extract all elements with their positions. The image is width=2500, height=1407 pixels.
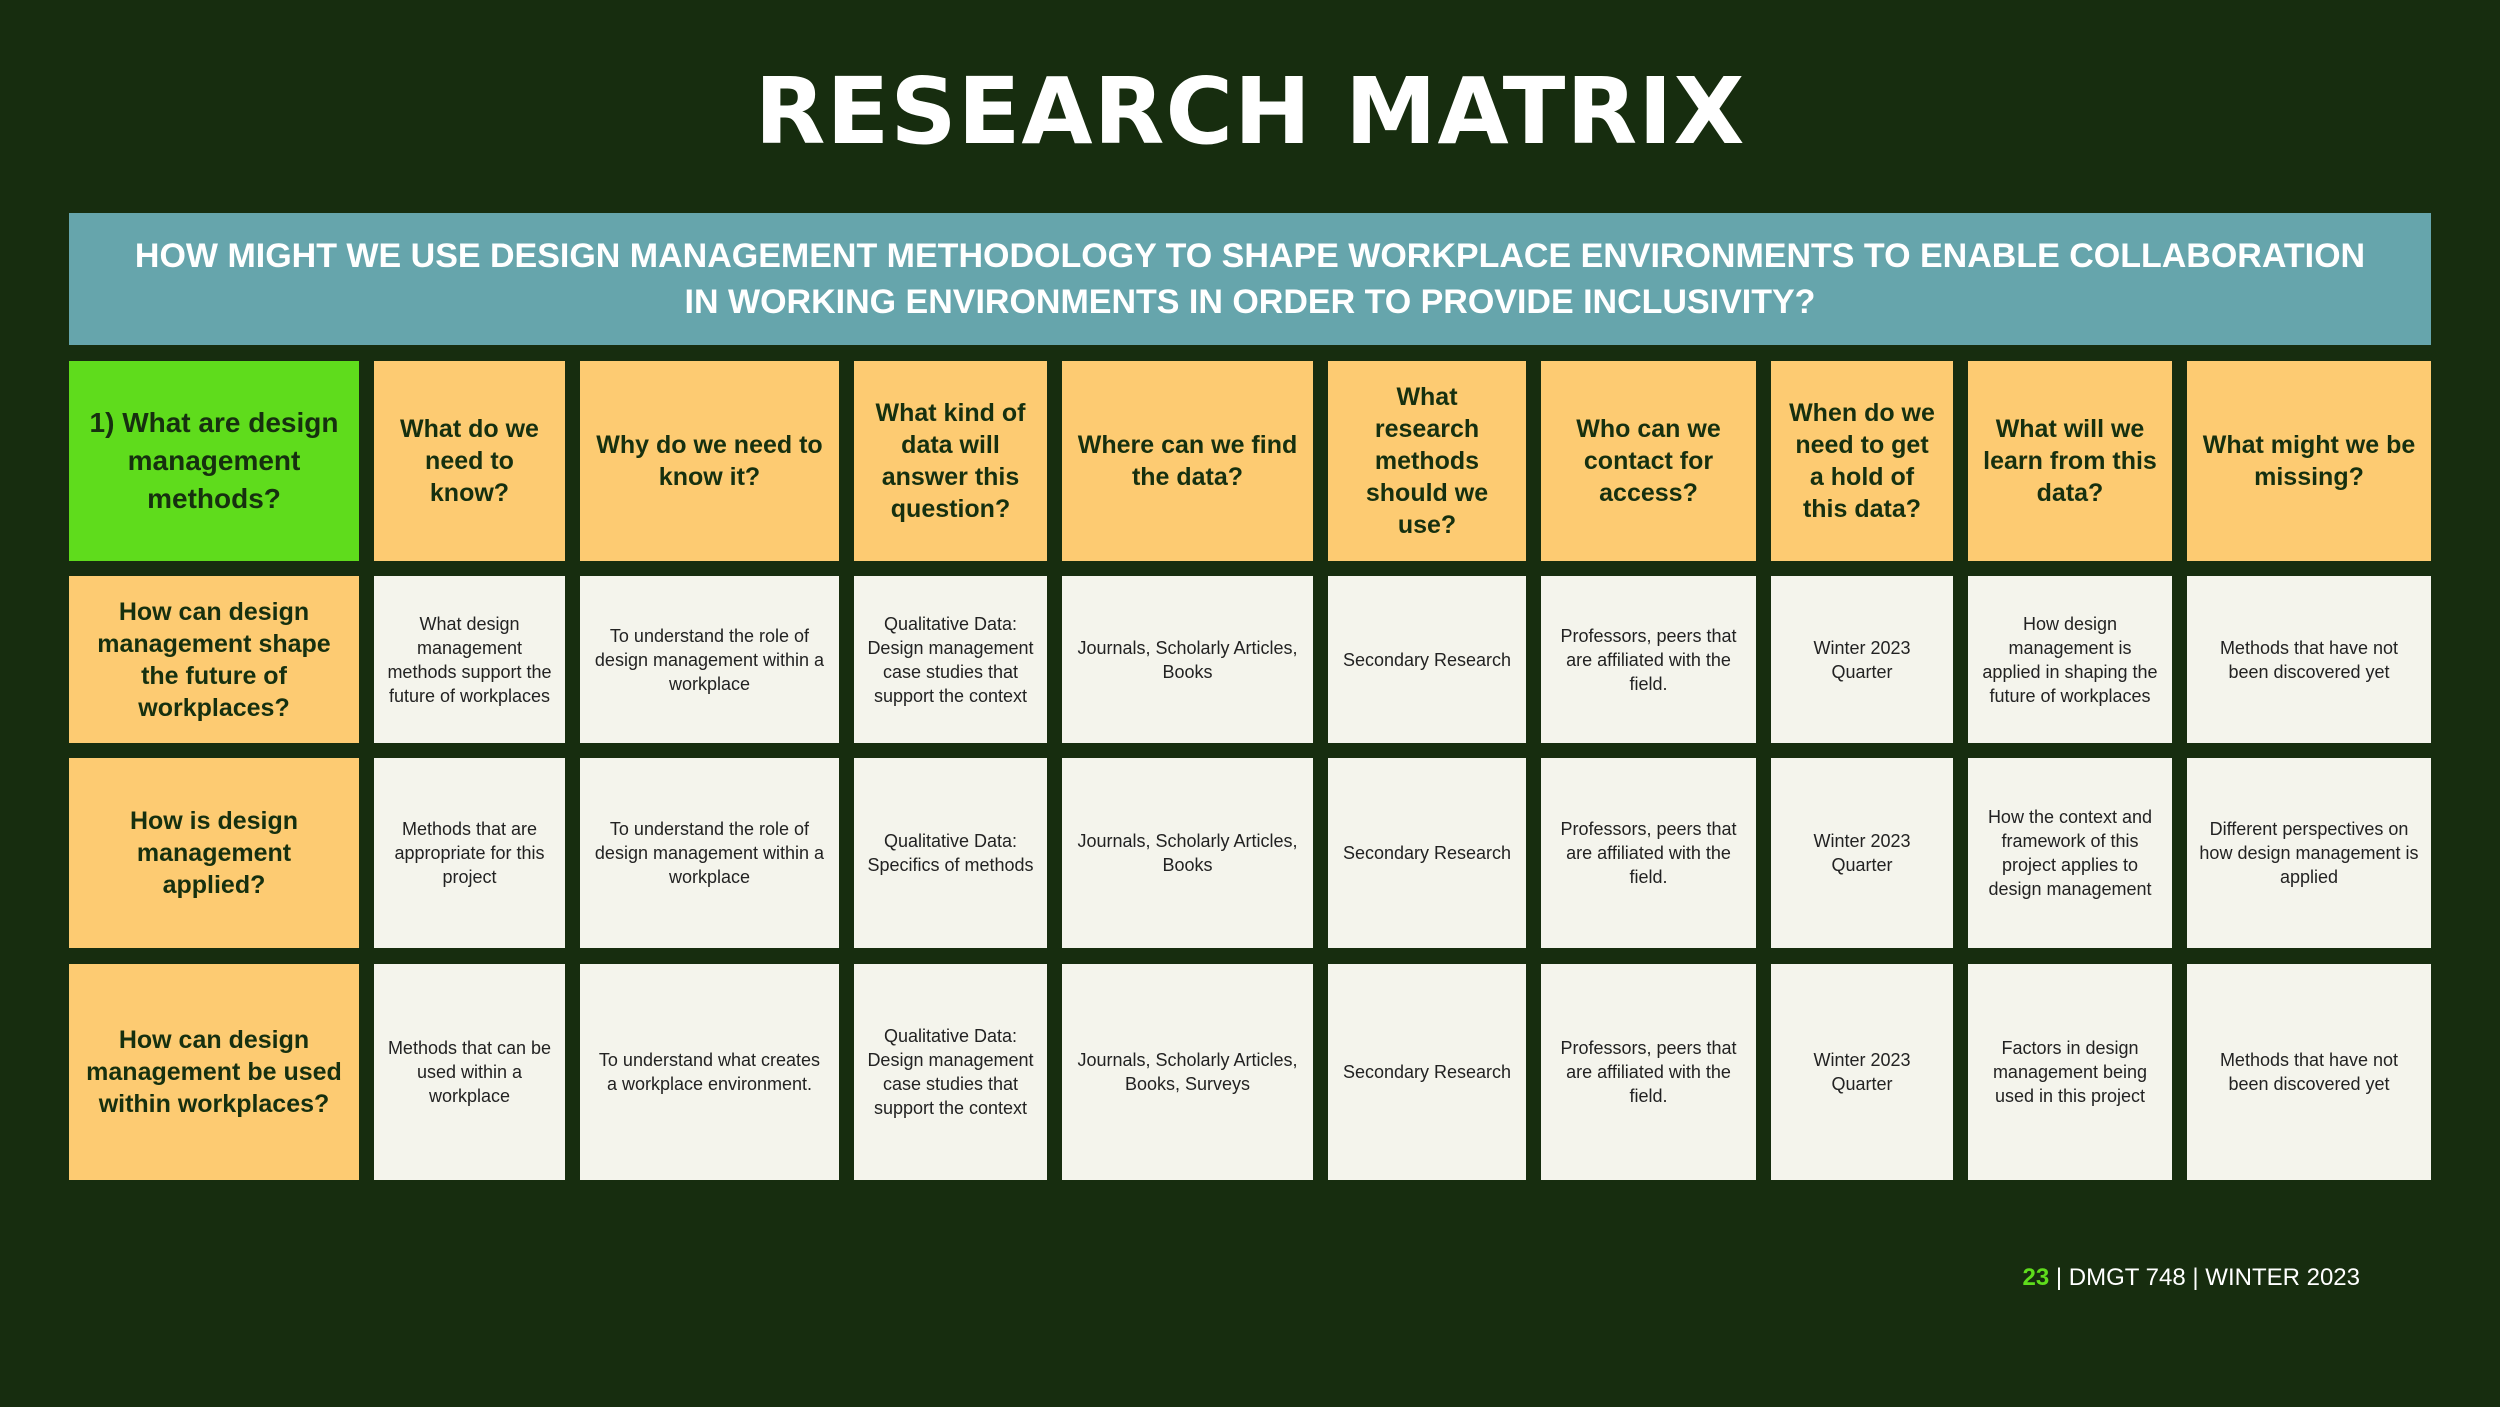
matrix-cell: Journals, Scholarly Articles, Books, Sur… <box>1062 964 1313 1180</box>
matrix-cell: How the context and framework of this pr… <box>1968 758 2172 948</box>
matrix-cell: Different perspectives on how design man… <box>2187 758 2431 948</box>
footer: 23 | DMGT 748 | WINTER 2023 <box>2023 1264 2360 1292</box>
matrix-cell: Professors, peers that are affiliated wi… <box>1541 964 1756 1180</box>
matrix-research-question: 1) What are design management methods? <box>69 361 359 561</box>
matrix-cell: Qualitative Data: Specifics of methods <box>854 758 1047 948</box>
matrix-cell: Journals, Scholarly Articles, Books <box>1062 576 1313 743</box>
column-header: What research methods should we use? <box>1328 361 1526 561</box>
research-question-banner: HOW MIGHT WE USE DESIGN MANAGEMENT METHO… <box>69 213 2431 345</box>
matrix-cell: Methods that have not been discovered ye… <box>2187 576 2431 743</box>
row-header: How can design management shape the futu… <box>69 576 359 743</box>
matrix-cell: Secondary Research <box>1328 758 1526 948</box>
matrix-cell: Methods that can be used within a workpl… <box>374 964 565 1180</box>
column-header: What kind of data will answer this quest… <box>854 361 1047 561</box>
matrix-cell: Methods that are appropriate for this pr… <box>374 758 565 948</box>
column-header: When do we need to get a hold of this da… <box>1771 361 1953 561</box>
matrix-cell: Professors, peers that are affiliated wi… <box>1541 758 1756 948</box>
matrix-cell: To understand what creates a workplace e… <box>580 964 839 1180</box>
footer-text: | DMGT 748 | WINTER 2023 <box>2049 1264 2360 1291</box>
matrix-cell: Qualitative Data: Design management case… <box>854 964 1047 1180</box>
matrix-cell: Winter 2023 Quarter <box>1771 576 1953 743</box>
matrix-cell: Qualitative Data: Design management case… <box>854 576 1047 743</box>
matrix-cell: Factors in design management being used … <box>1968 964 2172 1180</box>
page-title: RESEARCH MATRIX <box>754 58 1746 165</box>
matrix-cell: To understand the role of design managem… <box>580 576 839 743</box>
page-number: 23 <box>2022 1264 2050 1291</box>
matrix-cell: Professors, peers that are affiliated wi… <box>1541 576 1756 743</box>
column-header: Why do we need to know it? <box>580 361 839 561</box>
matrix-cell: What design management methods support t… <box>374 576 565 743</box>
matrix-cell: To understand the role of design managem… <box>580 758 839 948</box>
matrix-cell: Winter 2023 Quarter <box>1771 758 1953 948</box>
matrix-cell: Secondary Research <box>1328 576 1526 743</box>
column-header: What might we be missing? <box>2187 361 2431 561</box>
matrix-cell: Winter 2023 Quarter <box>1771 964 1953 1180</box>
matrix-cell: Secondary Research <box>1328 964 1526 1180</box>
matrix-cell: Methods that have not been discovered ye… <box>2187 964 2431 1180</box>
column-header: Where can we find the data? <box>1062 361 1313 561</box>
row-header: How is design management applied? <box>69 758 359 948</box>
column-header: What do we need to know? <box>374 361 565 561</box>
column-header: Who can we contact for access? <box>1541 361 1756 561</box>
column-header: What will we learn from this data? <box>1968 361 2172 561</box>
matrix-cell: How design management is applied in shap… <box>1968 576 2172 743</box>
matrix-cell: Journals, Scholarly Articles, Books <box>1062 758 1313 948</box>
row-header: How can design management be used within… <box>69 964 359 1180</box>
